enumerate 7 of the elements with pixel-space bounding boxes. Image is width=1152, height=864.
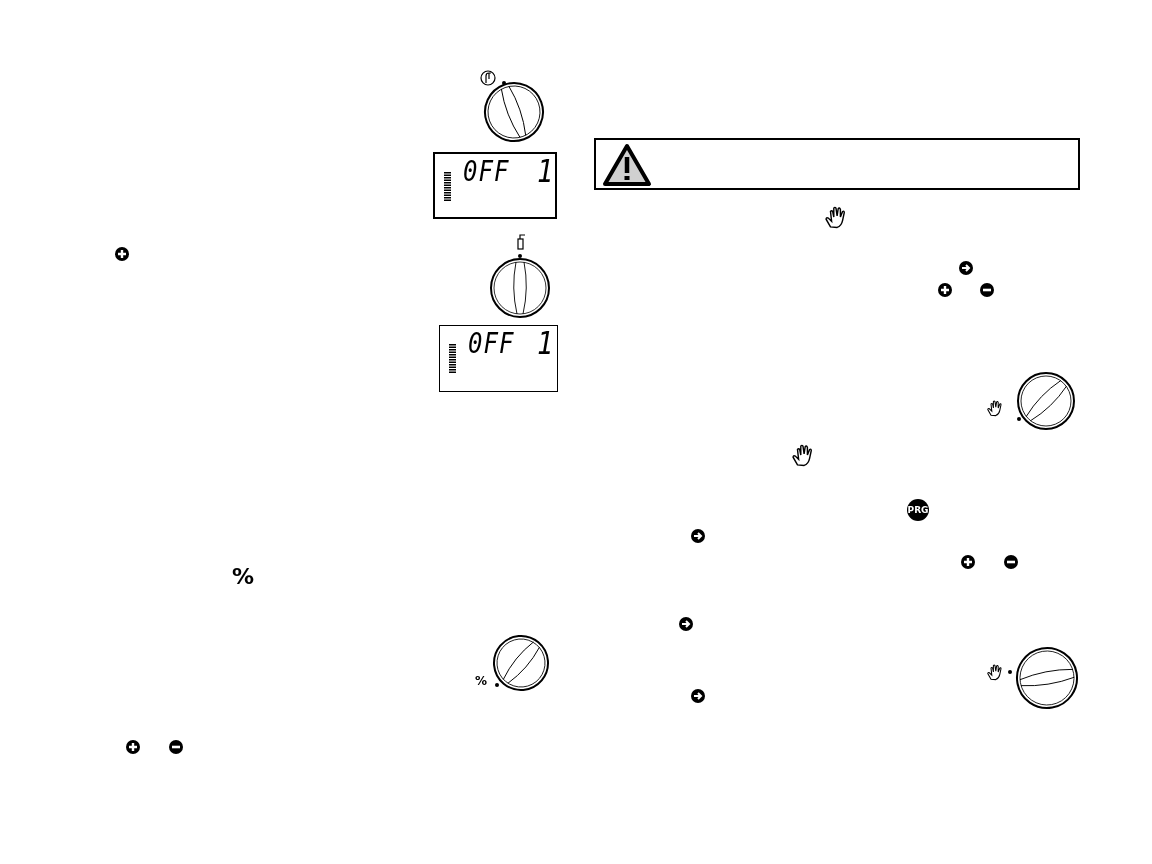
lcd-digits: 1 bbox=[537, 326, 554, 359]
lcd-digits: 0FF bbox=[468, 328, 515, 358]
lcd-digits: 0FF bbox=[463, 156, 510, 186]
percent-symbol: % bbox=[475, 675, 488, 687]
lcd-digits: 1 bbox=[537, 154, 554, 187]
percent-symbol: % bbox=[232, 566, 255, 588]
prg-button: PRG bbox=[907, 499, 929, 521]
